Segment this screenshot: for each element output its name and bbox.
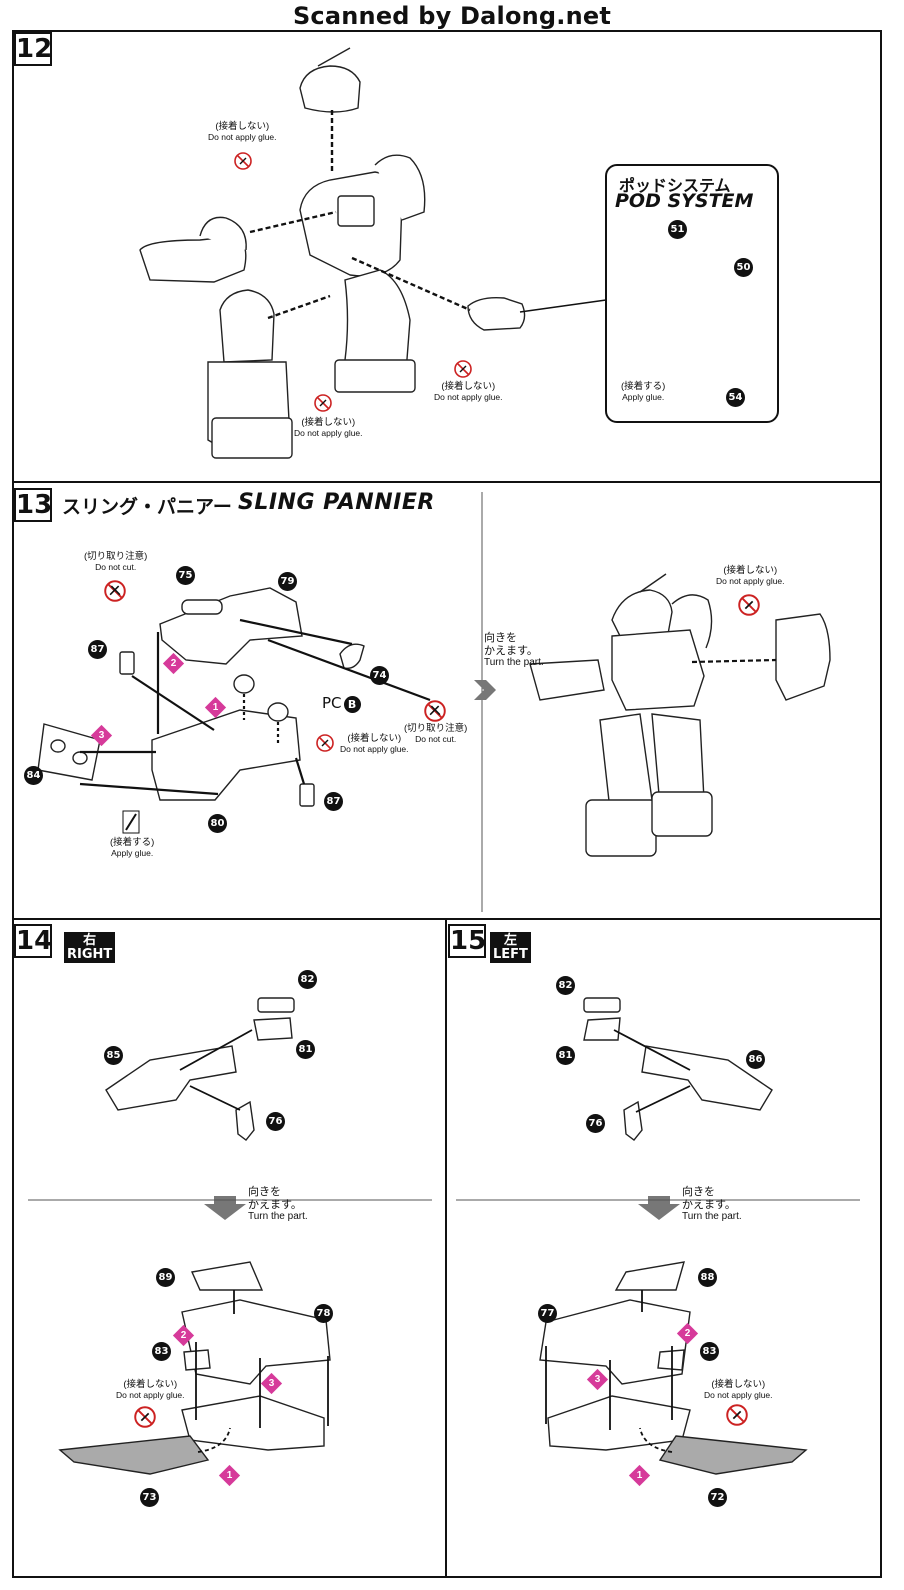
step-number: 12 <box>14 32 53 66</box>
part-number: 74 <box>370 666 389 685</box>
step15-guide-lines <box>545 1029 691 1453</box>
sequence-marker: 3 <box>586 1368 609 1391</box>
no-glue-note: (接着しない)Do not apply glue. <box>208 121 277 142</box>
part-number: 76 <box>586 1114 605 1133</box>
part-number: 88 <box>698 1268 717 1287</box>
step14-art <box>58 997 331 1475</box>
step14-guide-lines <box>179 1029 329 1453</box>
part-number: 76 <box>266 1112 285 1131</box>
no-glue-note: (接着しない)Do not apply glue. <box>716 565 785 586</box>
sequence-marker: 1 <box>204 696 227 719</box>
part-number: 87 <box>324 792 343 811</box>
no-glue-icon <box>738 594 760 616</box>
do-not-cut-note: (切り取り注意)Do not cut. <box>404 723 468 744</box>
part-number: 89 <box>156 1268 175 1287</box>
do-not-cut-note: (切り取り注意)Do not cut. <box>84 551 148 572</box>
no-cut-icon <box>104 580 126 602</box>
apply-glue-note: (接着する)Apply glue. <box>110 837 155 858</box>
part-number: 75 <box>176 566 195 585</box>
no-glue-note: (接着しない)Do not apply glue. <box>294 417 363 438</box>
part-number: 54 <box>726 388 745 407</box>
step-number: 15 <box>448 924 487 958</box>
sequence-marker: 3 <box>90 724 113 747</box>
no-glue-icon <box>316 734 334 752</box>
part-number: 50 <box>734 258 753 277</box>
step-title-jp: スリング・パニアー <box>62 496 232 518</box>
sequence-marker: 2 <box>172 1324 195 1347</box>
part-number: 82 <box>556 976 575 995</box>
step13-pannier-art <box>37 573 831 857</box>
no-glue-icon <box>726 1404 748 1426</box>
pod-system-box: ポッドシステム POD SYSTEM (接着する)Apply glue. <box>605 164 779 423</box>
part-number: 85 <box>104 1046 123 1065</box>
part-number: 83 <box>152 1342 171 1361</box>
no-glue-icon <box>314 394 332 412</box>
part-number: 83 <box>700 1342 719 1361</box>
part-number: 81 <box>556 1046 575 1065</box>
sequence-marker: 2 <box>676 1322 699 1345</box>
part-number: 77 <box>538 1304 557 1323</box>
sequence-marker: 1 <box>628 1464 651 1487</box>
no-glue-icon <box>234 152 252 170</box>
turn-part-note: 向きをかえます。Turn the part. <box>484 632 544 669</box>
part-number: 82 <box>298 970 317 989</box>
scan-credit: Scanned by Dalong.net <box>292 2 612 30</box>
no-glue-note: (接着しない)Do not apply glue. <box>704 1379 773 1400</box>
pod-title-jp: ポッドシステム <box>619 176 731 195</box>
apply-glue-note: (接着する)Apply glue. <box>621 381 666 402</box>
part-number: 51 <box>668 220 687 239</box>
step12-guide-lines <box>249 110 471 320</box>
step13-guide-lines <box>79 618 777 796</box>
part-number: 81 <box>296 1040 315 1059</box>
sequence-marker: 1 <box>218 1464 241 1487</box>
turn-part-note: 向きをかえます。Turn the part. <box>682 1186 742 1223</box>
turn-part-note: 向きをかえます。Turn the part. <box>248 1186 308 1223</box>
step-title-en: SLING PANNIER <box>238 490 435 515</box>
turn-down-arrow-icon <box>204 1196 680 1220</box>
part-number: 87 <box>88 640 107 659</box>
step-number: 14 <box>14 924 53 958</box>
no-glue-note: (接着しない)Do not apply glue. <box>116 1379 185 1400</box>
no-glue-icon <box>454 360 472 378</box>
glue-brush-icon <box>122 810 140 834</box>
part-number: 80 <box>208 814 227 833</box>
turn-arrow-icon <box>474 680 496 700</box>
pod-title-en: POD SYSTEM <box>615 190 754 212</box>
sequence-marker: 2 <box>162 652 185 675</box>
no-glue-note: (接着しない)Do not apply glue. <box>434 381 503 402</box>
pc-letter: B <box>343 696 361 713</box>
no-cut-icon <box>424 700 446 722</box>
step15-art <box>539 997 808 1475</box>
no-glue-note: (接着しない)Do not apply glue. <box>340 733 409 754</box>
part-number: 84 <box>24 766 43 785</box>
part-number: 79 <box>278 572 297 591</box>
part-number: 78 <box>314 1304 333 1323</box>
part-number: 73 <box>140 1488 159 1507</box>
sequence-marker: 3 <box>260 1372 283 1395</box>
part-number: 86 <box>746 1050 765 1069</box>
no-glue-icon <box>134 1406 156 1428</box>
part-number: 72 <box>708 1488 727 1507</box>
step-number: 13 <box>14 488 53 522</box>
